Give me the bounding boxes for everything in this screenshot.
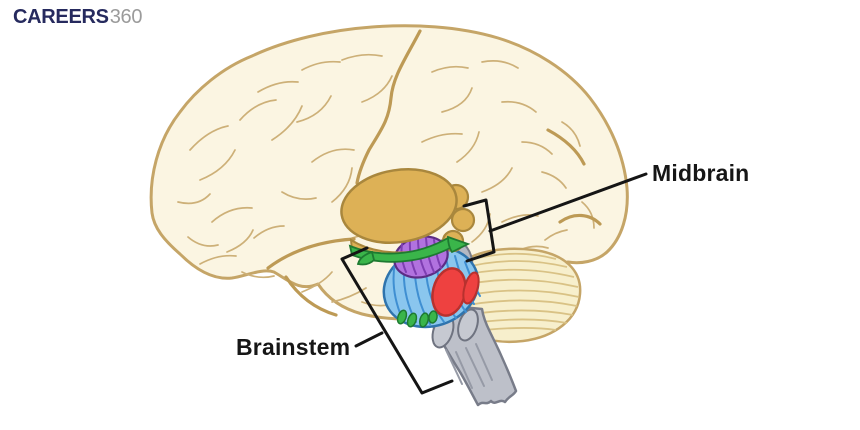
brainstem-bracket-line [340,246,454,395]
spinal-cord-stripes [445,343,493,389]
brainstem-label: Brainstem [236,334,351,360]
green-nubs [396,309,438,328]
brainstem-leader-line [354,331,384,348]
spinal-cord-shape [418,301,518,407]
logo-brand-text: CAREERS [13,6,109,28]
midbrain-pointer [462,172,648,263]
tectum-green-strip [348,235,471,266]
midbrain-bracket-line [462,198,496,263]
red-structure-shape [431,267,480,317]
logo-suffix-text: 360 [109,6,143,28]
midbrain-leader-line [488,172,648,233]
careers360-logo: CAREERS360 [13,6,142,29]
deep-sulci-lines [266,29,602,317]
brainstem-pointer [340,246,454,395]
cerebellum-stripes [449,252,580,333]
midbrain-label: Midbrain [652,160,750,186]
thalamus-shape [340,168,458,244]
olive-ovals [431,308,479,349]
